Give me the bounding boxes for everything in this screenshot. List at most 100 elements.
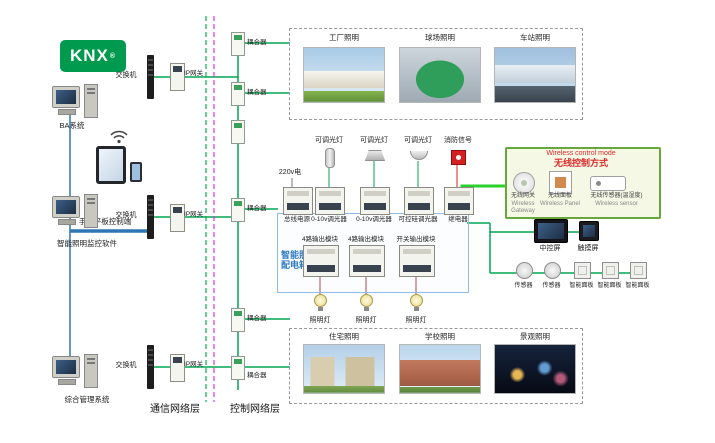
monitor-stand [58, 379, 76, 385]
tube-lamp-icon [325, 148, 335, 168]
bulb-icon-2 [360, 294, 373, 311]
din-module-switch-output [399, 245, 435, 277]
pc-workstation-ba [52, 84, 98, 120]
lamp-label-1: 照明灯 [309, 317, 331, 324]
switch-label-2: 交换机 [115, 212, 137, 219]
photo-residential-lighting [303, 344, 385, 394]
din-module-relay [444, 187, 474, 215]
bus-coupler-4 [231, 198, 245, 222]
monitor-icon [52, 196, 80, 218]
coupler-label-5: 耦合器 [247, 315, 267, 322]
photo-label-stadium: 球场照明 [425, 33, 455, 42]
bus-coupler-5 [231, 308, 245, 332]
wireless-sensor-icon [590, 176, 626, 191]
central-screen-icon [534, 219, 568, 243]
power-in-label: 220v电 [278, 169, 302, 176]
pc-tower-icon [84, 354, 98, 388]
sensor-icon-1 [516, 262, 533, 279]
load-label-dimmable-2: 可调光灯 [360, 137, 388, 144]
monitor-stand [58, 219, 76, 225]
phone-icon [130, 162, 142, 182]
din-module-output-1 [303, 245, 339, 277]
lamp-label-2: 照明灯 [355, 317, 377, 324]
gateway-label-1: IP网关 [184, 70, 204, 77]
module-label-switch-output: 开关输出模块 [396, 236, 436, 243]
gallery-bottom-box [289, 328, 583, 404]
lamp-label-3: 照明灯 [405, 317, 427, 324]
network-switch-2 [147, 195, 154, 239]
wireless-panel-icon [549, 171, 572, 194]
wifi-icon [110, 130, 128, 144]
din-module-scr-dimmer [404, 187, 434, 215]
smart-panel-label-3: 智能面板 [625, 283, 650, 289]
din-module-bus-power [283, 187, 313, 215]
pc-workstation-monitoring [52, 194, 98, 230]
ctrl-layer-label: 控制网络层 [230, 404, 280, 415]
bus-coupler-6 [231, 356, 245, 380]
module-label-scr-dimmer: 可控硅调光器 [398, 216, 438, 223]
touch-screen-label: 触摸屏 [577, 245, 599, 252]
smart-panel-icon-2 [602, 262, 619, 279]
wireless-panel-label-cn: 无线面板 [547, 193, 572, 199]
network-switch-1 [147, 55, 154, 99]
photo-label-residential: 住宅照明 [329, 332, 359, 341]
monitor-stand [58, 109, 76, 115]
bulb-icon-1 [314, 294, 327, 311]
smart-panel-label-1: 智能面板 [569, 283, 594, 289]
wireless-gateway-icon [513, 172, 535, 194]
photo-stadium-lighting [399, 47, 481, 103]
photo-label-station: 车站照明 [520, 33, 550, 42]
coupler-label-6: 耦合器 [247, 372, 267, 379]
load-label-fire-signal: 消防信号 [444, 137, 472, 144]
bus-coupler-1 [231, 32, 245, 56]
module-label-bus-power: 总线电源 [284, 216, 310, 223]
load-label-dimmable-1: 可调光灯 [315, 137, 343, 144]
din-module-dimmer-1 [315, 187, 345, 215]
pc-label-ba: BA系统 [59, 121, 85, 130]
module-label-output-1: 4路输出模块 [301, 236, 339, 243]
bus-coupler-2 [231, 82, 245, 106]
smart-panel-icon-1 [574, 262, 591, 279]
din-module-output-2 [349, 245, 385, 277]
central-screen-label: 中控屏 [539, 245, 561, 252]
gateway-label-2: IP网关 [184, 211, 204, 218]
module-label-dimmer-2: 0-10v调光器 [356, 216, 392, 223]
sensor-icon-2 [544, 262, 561, 279]
wireless-panel-label-en: Wireless Panel [539, 201, 580, 207]
wireless-title-cn: 无线控制方式 [553, 158, 608, 168]
smart-panel-label-2: 智能面板 [597, 283, 622, 289]
module-label-output-2: 4路输出模块 [347, 236, 385, 243]
load-label-dimmable-3: 可调光灯 [404, 137, 432, 144]
pc-label-management: 综合管理系统 [64, 395, 110, 404]
switch-label-1: 交换机 [115, 72, 137, 79]
registered-mark: ® [109, 52, 117, 60]
cabinet-label: 智能照明配电箱 [281, 250, 318, 271]
ip-gateway-3 [170, 354, 185, 382]
comm-layer-label: 通信网络层 [150, 404, 200, 415]
photo-label-factory: 工厂照明 [329, 33, 359, 42]
module-label-dimmer-1: 0-10v调光器 [311, 216, 347, 223]
tablet-icon [96, 146, 126, 184]
photo-school-lighting [399, 344, 481, 394]
bus-coupler-3 [231, 120, 245, 144]
knx-logo: KNX® [60, 40, 126, 72]
module-label-relay: 继电器 [448, 216, 468, 223]
fire-alarm-icon [451, 150, 466, 165]
din-module-dimmer-2 [360, 187, 390, 215]
photo-station-lighting [494, 47, 576, 103]
sensor-label-2: 传感器 [542, 283, 561, 289]
wireless-sensor-label-en: Wireless sensor [595, 201, 638, 207]
wireless-title-en: Wireless control mode [546, 150, 616, 157]
wireless-gateway-label-cn: 无线网关 [510, 193, 535, 199]
pc-workstation-management [52, 354, 98, 390]
gateway-label-3: IP网关 [184, 361, 204, 368]
sensor-label-1: 传感器 [514, 283, 533, 289]
bulb-icon-3 [410, 294, 423, 311]
monitor-icon [52, 356, 80, 378]
ip-gateway-1 [170, 63, 185, 91]
coupler-label-4: 耦合器 [247, 205, 267, 212]
gallery-top-box [289, 28, 583, 120]
photo-label-school: 学校照明 [425, 332, 455, 341]
smart-panel-icon-3 [630, 262, 647, 279]
pc-tower-icon [84, 84, 98, 118]
